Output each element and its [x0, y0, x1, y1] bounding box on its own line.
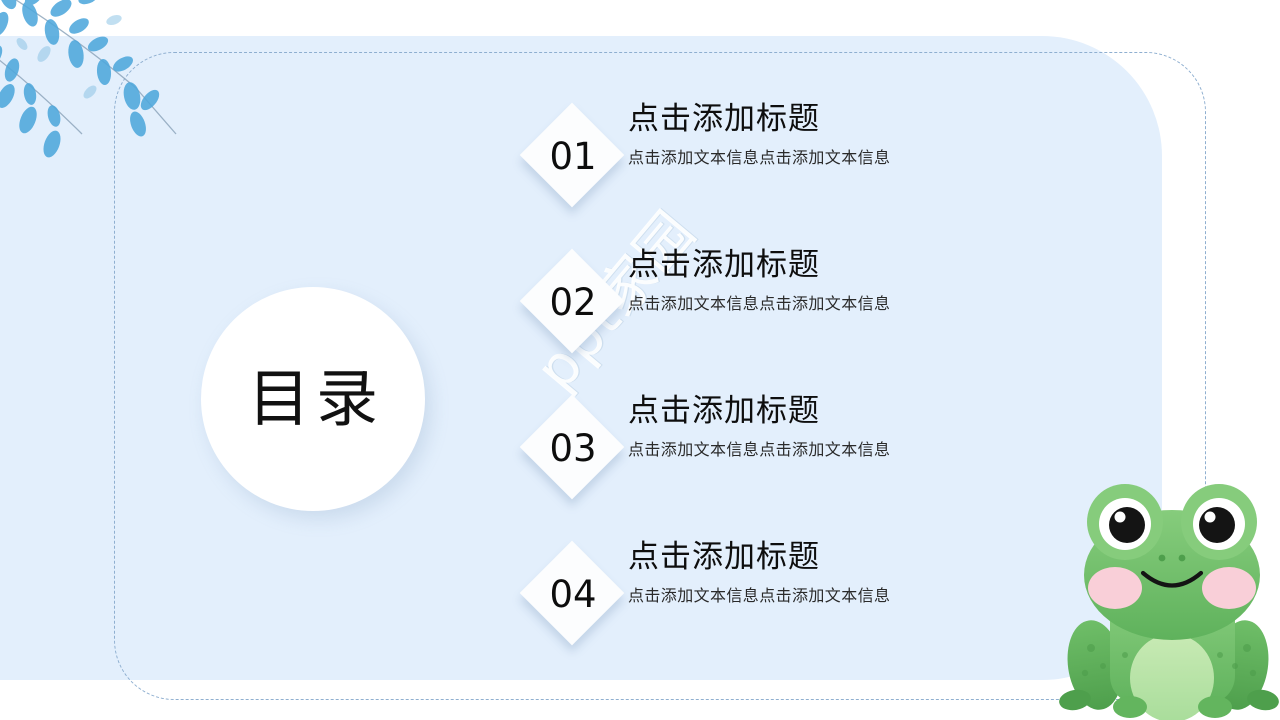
agenda-item[interactable]: 02 点击添加标题 点击添加文本信息点击添加文本信息 — [519, 246, 990, 358]
agenda-item[interactable]: 01 点击添加标题 点击添加文本信息点击添加文本信息 — [519, 100, 990, 212]
item-subtitle: 点击添加文本信息点击添加文本信息 — [628, 585, 891, 605]
toc-circle: 目录 — [201, 287, 425, 511]
item-title: 点击添加标题 — [628, 247, 820, 283]
agenda-item[interactable]: 04 点击添加标题 点击添加文本信息点击添加文本信息 — [519, 538, 990, 650]
item-text-block: 点击添加标题 点击添加文本信息点击添加文本信息 — [628, 246, 988, 315]
item-text-block: 点击添加标题 点击添加文本信息点击添加文本信息 — [628, 100, 988, 169]
item-text-block: 点击添加标题 点击添加文本信息点击添加文本信息 — [628, 538, 988, 607]
item-number: 01 — [549, 134, 597, 178]
item-subtitle: 点击添加文本信息点击添加文本信息 — [628, 439, 891, 459]
item-text-block: 点击添加标题 点击添加文本信息点击添加文本信息 — [628, 392, 988, 461]
agenda-item[interactable]: 03 点击添加标题 点击添加文本信息点击添加文本信息 — [519, 392, 990, 504]
toc-label: 目录 — [247, 362, 384, 435]
item-title: 点击添加标题 — [628, 539, 820, 575]
item-title: 点击添加标题 — [628, 393, 820, 429]
item-title: 点击添加标题 — [628, 101, 820, 137]
item-number: 02 — [549, 280, 597, 324]
item-subtitle: 点击添加文本信息点击添加文本信息 — [628, 147, 891, 167]
dashed-border-frame — [114, 52, 1206, 700]
item-subtitle: 点击添加文本信息点击添加文本信息 — [628, 293, 891, 313]
item-number: 04 — [549, 572, 597, 616]
item-number: 03 — [549, 426, 597, 470]
